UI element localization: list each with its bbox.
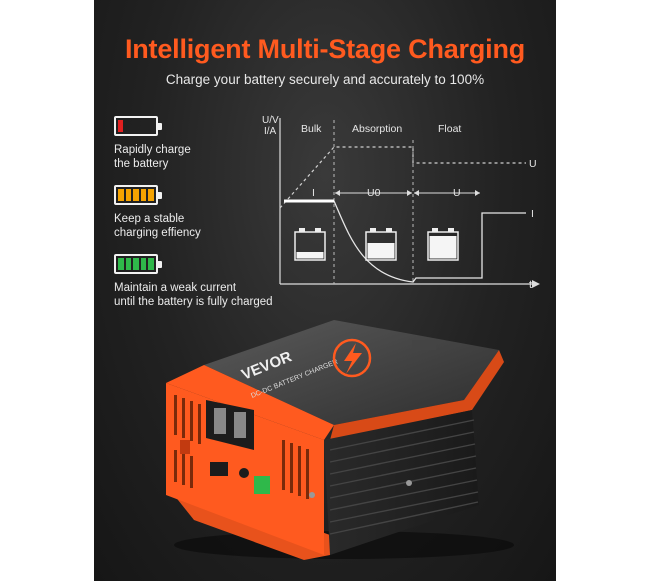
feature-text-line: until the battery is fully charged <box>114 296 273 308</box>
lightning-bolt-icon <box>332 338 372 378</box>
battery-full-level-icon <box>427 228 459 261</box>
dip-switch <box>180 440 190 454</box>
battery-cell <box>133 258 139 270</box>
feature-text: Maintain a weak current until the batter… <box>114 281 294 309</box>
input-connector <box>412 340 436 350</box>
battery-charger-device: VEVOR DC-DC BATTERY CHARGER <box>166 320 514 560</box>
feature-text: Keep a stable charging effiency <box>114 212 294 240</box>
current-curve <box>284 200 526 283</box>
right-label-i: I <box>531 208 534 220</box>
arrow-left-icon <box>414 190 419 196</box>
device-top-rim <box>166 365 334 440</box>
feature-text-line: Maintain a weak current <box>114 282 237 294</box>
feature-text-line: Rapidly charge <box>114 144 191 156</box>
segment-label-u: U <box>453 187 461 199</box>
battery-mid-level-icon <box>365 228 397 261</box>
heatsink-side <box>324 410 479 555</box>
arrow-left-icon <box>335 190 340 196</box>
battery-full-icon <box>114 254 162 274</box>
product-panel: Intelligent Multi-Stage Charging Charge … <box>94 0 556 581</box>
x-axis-arrow-icon <box>532 280 540 288</box>
heatsink-fins <box>329 419 479 535</box>
battery-low-icon <box>114 116 162 136</box>
feature-text-line: the battery <box>114 158 169 170</box>
feature-rapid-charge: Rapidly charge the battery <box>114 116 294 171</box>
feature-text-line: charging effiency <box>114 227 201 239</box>
battery-cell <box>140 189 147 201</box>
battery-cell <box>118 258 124 270</box>
page-title: Intelligent Multi-Stage Charging <box>124 34 526 64</box>
feature-float-charge: Maintain a weak current until the batter… <box>114 254 294 309</box>
screw-icon <box>406 480 412 486</box>
feature-stable-charge: Keep a stable charging effiency <box>114 185 294 240</box>
segment-label-i: I <box>312 187 315 199</box>
stage-label-bulk: Bulk <box>301 123 322 135</box>
green-connector <box>254 476 270 494</box>
battery-cell <box>148 258 154 270</box>
screw-icon <box>309 492 315 498</box>
battery-mid-icon <box>114 185 162 205</box>
battery-cell <box>118 189 124 201</box>
stage-label-float: Float <box>438 123 461 135</box>
battery-cell <box>133 189 139 201</box>
stage-label-absorption: Absorption <box>352 123 402 135</box>
battery-cell <box>140 258 147 270</box>
charging-stage-diagram: U/V I/A t Bulk Absorption Float I U0 U U… <box>262 115 540 291</box>
rj45-port <box>210 462 228 476</box>
x-axis-label: t <box>529 279 532 291</box>
arrow-right-icon <box>475 190 480 196</box>
battery-cell <box>125 189 132 201</box>
feature-text: Rapidly charge the battery <box>114 143 294 171</box>
battery-cell <box>118 120 123 132</box>
output-terminal-block <box>206 400 254 450</box>
battery-low-level-icon <box>294 228 326 261</box>
voltage-curve <box>279 146 526 209</box>
feature-text-line: Keep a stable <box>114 213 185 225</box>
battery-cell-empty <box>148 189 154 201</box>
segment-label-u0: U0 <box>367 187 381 199</box>
front-vents <box>174 395 309 499</box>
device-side-rim <box>330 350 504 440</box>
arrow-right-icon <box>407 190 412 196</box>
right-label-u: U <box>529 158 537 170</box>
y-axis-label-i: I/A <box>264 126 277 137</box>
battery-cell <box>125 258 132 270</box>
page-subtitle: Charge your battery securely and accurat… <box>165 72 485 87</box>
y-axis-label-u: U/V <box>262 115 279 126</box>
indicator-led <box>239 468 249 478</box>
